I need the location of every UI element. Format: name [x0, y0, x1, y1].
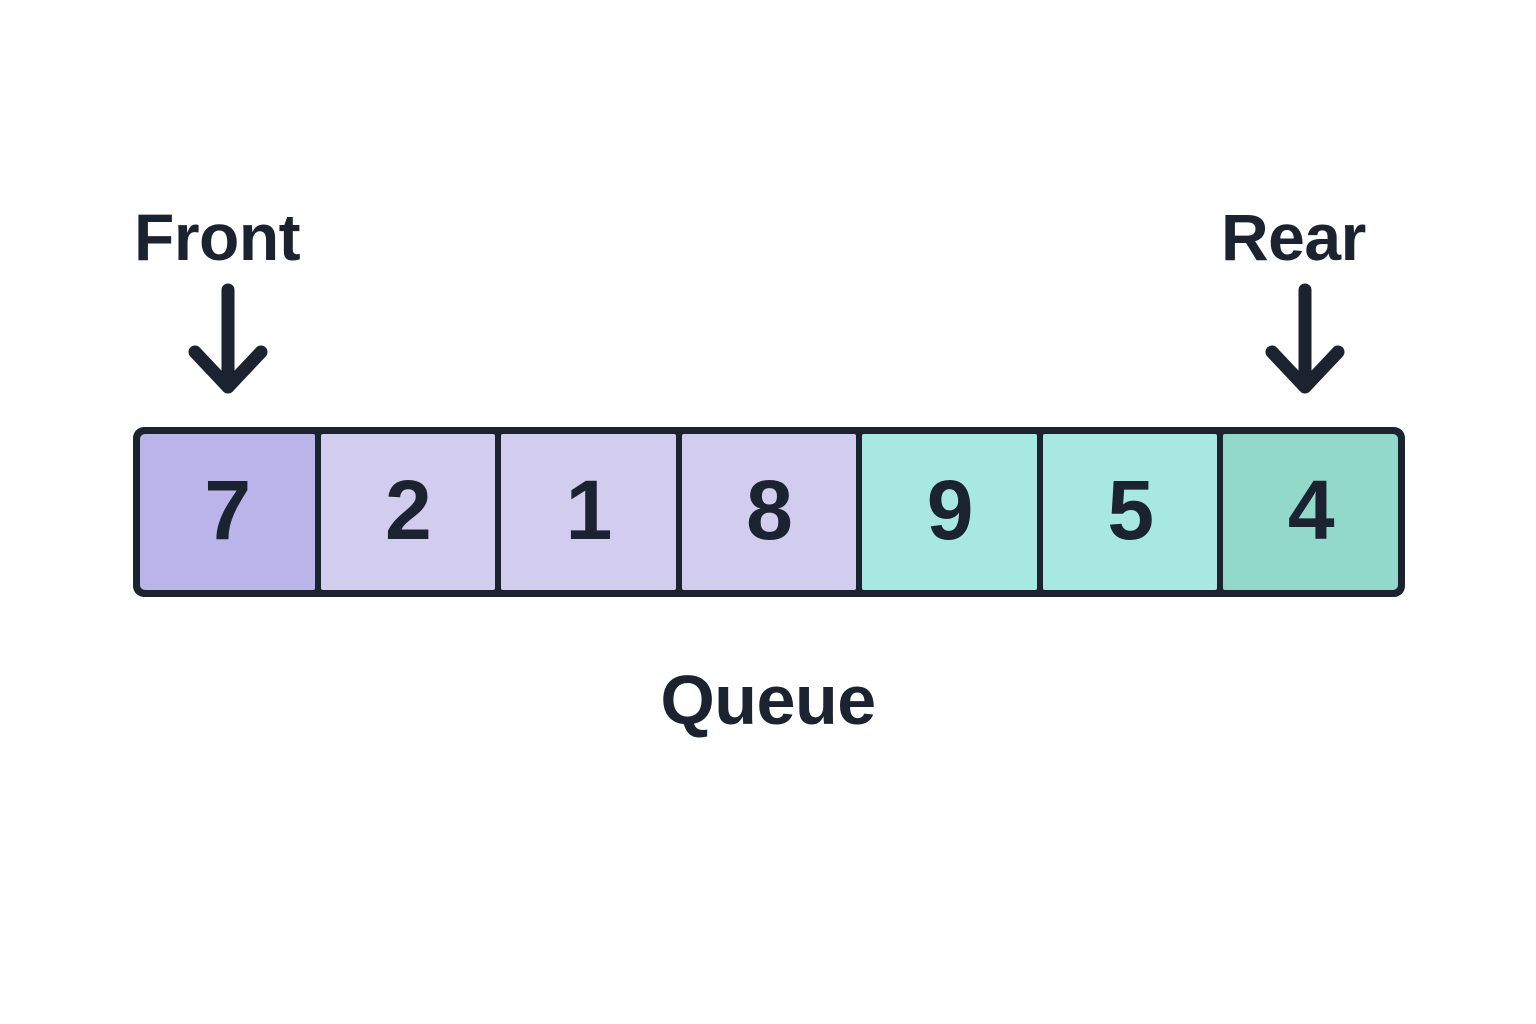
queue-cell-value: 9 — [926, 463, 974, 557]
queue-cell[interactable]: 7 — [140, 434, 315, 590]
queue-cell-value: 4 — [1287, 463, 1335, 557]
front-pointer-label: Front — [134, 200, 301, 274]
queue-cell-value: 5 — [1107, 463, 1154, 557]
queue-cell-value: 7 — [204, 463, 251, 557]
diagram-caption: Queue — [660, 661, 876, 739]
queue-cell[interactable]: 8 — [681, 434, 857, 590]
queue-cell[interactable]: 2 — [320, 434, 496, 590]
arrow-down-icon-rear — [1262, 283, 1348, 395]
queue-cell[interactable]: 9 — [862, 434, 1037, 590]
queue-cell[interactable]: 5 — [1042, 434, 1218, 590]
queue-cell-value: 1 — [565, 463, 613, 557]
rear-pointer-label: Rear — [1221, 200, 1366, 274]
arrow-down-icon-front — [185, 283, 271, 395]
queue-cell-value: 2 — [385, 463, 432, 557]
queue-container: 7 2 1 8 9 5 4 — [133, 427, 1405, 597]
queue-cell-value: 8 — [746, 463, 793, 557]
queue-cell[interactable]: 4 — [1223, 434, 1399, 590]
queue-cell[interactable]: 1 — [501, 434, 676, 590]
